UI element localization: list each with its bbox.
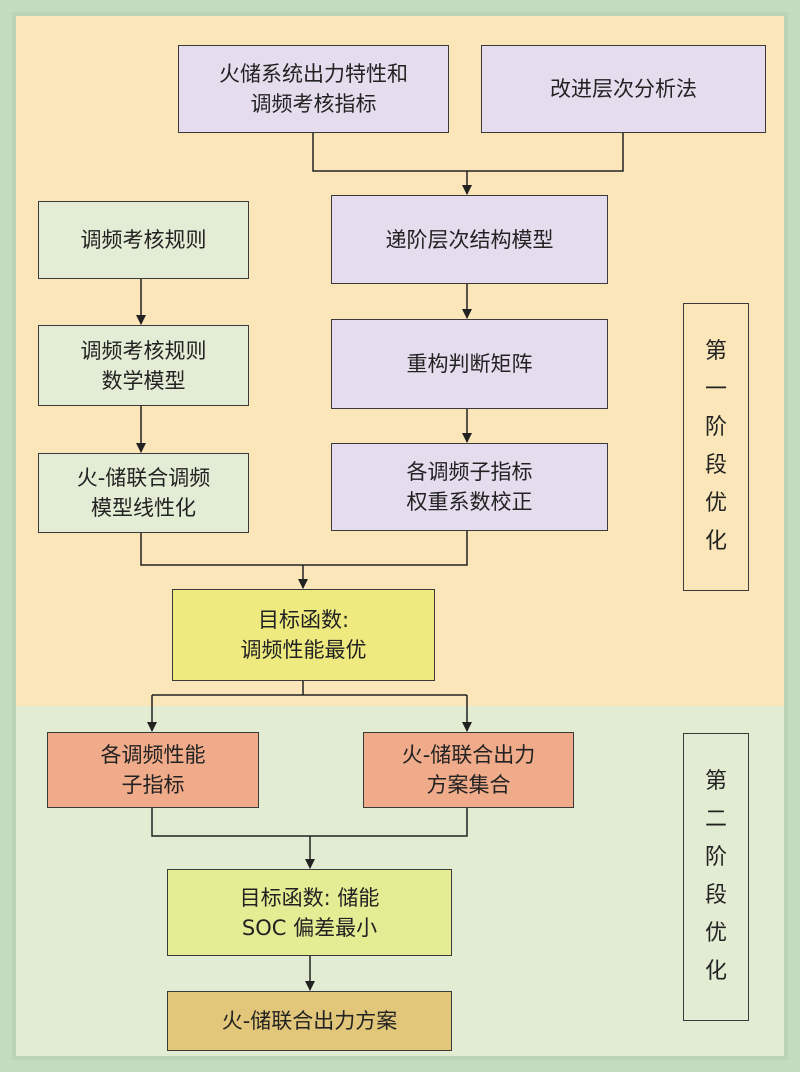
node-ahp: 改进层次分析法 [481, 45, 766, 133]
node-rules: 调频考核规则 [38, 201, 249, 279]
node-hier-model: 递阶层次结构模型 [331, 195, 608, 284]
node-rules-math: 调频考核规则 数学模型 [38, 325, 249, 406]
node-sub-index: 各调频性能 子指标 [47, 732, 259, 808]
node-char-index: 火储系统出力特性和 调频考核指标 [178, 45, 449, 133]
node-linearize: 火-储联合调频 模型线性化 [38, 453, 249, 533]
connector-mid-merge [140, 530, 468, 566]
node-objective-1: 目标函数: 调频性能最优 [172, 589, 435, 681]
node-scheme-set: 火-储联合出力 方案集合 [363, 732, 574, 808]
connector-low-merge [151, 807, 468, 837]
stage2-label-text: 第二阶段优化 [704, 769, 727, 984]
stage2-label: 第二阶段优化 [683, 733, 749, 1021]
node-final-scheme: 火-储联合出力方案 [167, 991, 452, 1051]
node-objective-2: 目标函数: 储能 SOC 偏差最小 [167, 869, 452, 956]
stage1-label-text: 第一阶段优化 [704, 339, 727, 554]
connector-split [152, 680, 467, 696]
node-matrix: 重构判断矩阵 [331, 319, 608, 409]
node-weight: 各调频子指标 权重系数校正 [331, 443, 608, 531]
connector-top-merge [312, 132, 624, 172]
stage1-label: 第一阶段优化 [683, 303, 749, 591]
